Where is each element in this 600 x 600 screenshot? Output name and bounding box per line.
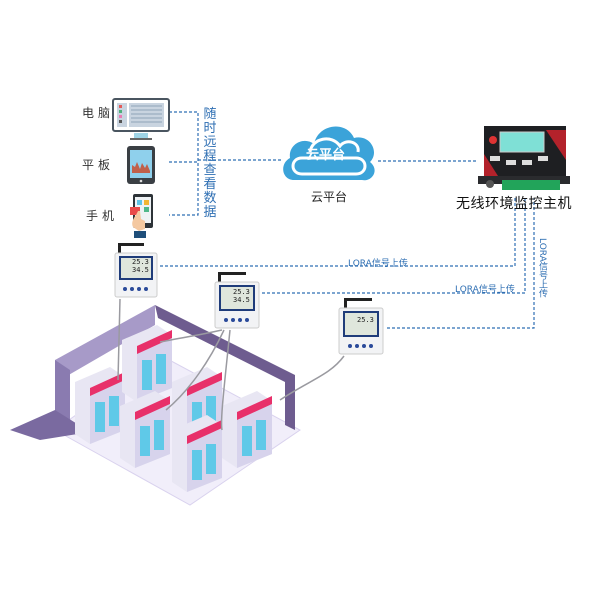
sensor-2-body: [214, 272, 260, 329]
device-bracket-line: [169, 111, 199, 216]
cloud-icon: [283, 126, 375, 181]
computer-icon: [112, 98, 170, 140]
cloud-inner-label: 云平台: [306, 148, 346, 163]
sensor-1: 25.3 34.5: [114, 243, 158, 299]
tablet-label: 平板: [82, 158, 115, 172]
sensor-3-body: [338, 298, 384, 355]
cabinet-4: [120, 391, 170, 468]
lora-line-2: [262, 198, 526, 294]
lora-label-1: LORA信号上传: [348, 259, 408, 269]
tablet-icon: [127, 146, 155, 184]
room-wall-right: [155, 305, 295, 430]
lora-line-1: [160, 198, 516, 267]
remote-view-text: 随时远程查看数据: [203, 107, 217, 220]
sensor-1-body: [114, 243, 158, 298]
sensor-3: 25.3: [338, 298, 384, 356]
sensor-1-humidity: 34.5: [132, 266, 149, 274]
host-caption: 无线环境监控主机: [456, 196, 572, 212]
monitoring-host-icon: [478, 126, 570, 190]
phone-label: 手机: [86, 209, 119, 223]
computer-label: 电脑: [82, 106, 115, 120]
lora-label-3: LORA信号上传: [537, 238, 547, 298]
cabinet-5: [172, 415, 222, 492]
cloud-caption: 云平台: [311, 190, 348, 204]
cabinet-1: [75, 367, 125, 444]
probe-cables: [117, 298, 345, 431]
sensor-3-temperature: 25.3: [357, 316, 374, 324]
sensor-1-temperature: 25.3: [132, 258, 149, 266]
server-cabinets: [75, 325, 272, 492]
room-wall-left: [55, 305, 155, 380]
sensor-2: 25.3 34.5: [214, 272, 260, 330]
sensor-2-humidity: 34.5: [233, 296, 250, 304]
lora-label-2: LORA信号上传: [455, 285, 515, 295]
cabinet-2: [122, 325, 172, 402]
phone-icon: [130, 194, 153, 238]
cabinet-6: [222, 391, 272, 468]
lora-line-3: [387, 198, 535, 329]
sensor-2-temperature: 25.3: [233, 288, 250, 296]
